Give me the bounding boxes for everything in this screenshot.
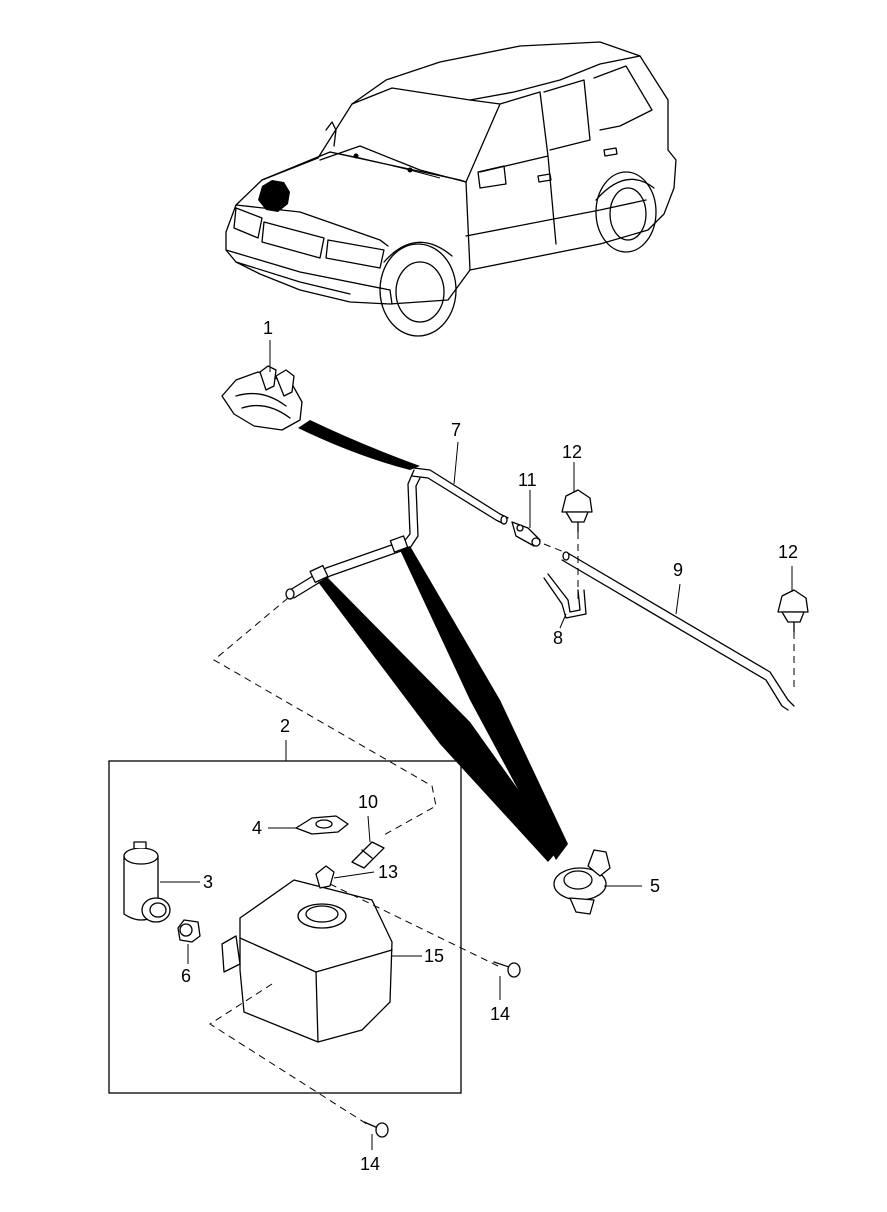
callout-12-left: 12 <box>562 442 582 462</box>
tank-part <box>221 865 393 1043</box>
callout-6: 6 <box>181 966 191 986</box>
connector-part <box>511 521 541 547</box>
callout-2: 2 <box>280 716 290 736</box>
callout-15: 15 <box>424 946 444 966</box>
grommet-part <box>553 849 642 915</box>
callout-14-upper: 14 <box>490 1004 510 1024</box>
bracket-part <box>221 365 303 431</box>
callout-10: 10 <box>358 792 378 812</box>
callout-11: 11 <box>518 470 537 490</box>
reservoir-assembly-box <box>108 760 462 1094</box>
vehicle-illustration <box>225 41 677 337</box>
reservoir-assembly <box>123 815 499 1127</box>
callout-8: 8 <box>553 628 563 648</box>
hose-connector-part <box>351 841 385 869</box>
hose-assembly <box>213 340 809 862</box>
cap-part <box>295 815 349 835</box>
callout-9: 9 <box>673 560 683 580</box>
nozzle-part <box>561 489 593 533</box>
callout-3: 3 <box>203 872 213 892</box>
callout-14-lower: 14 <box>360 1154 380 1174</box>
nozzle-part <box>777 589 809 633</box>
callout-12-right: 12 <box>778 542 798 562</box>
callout-1: 1 <box>263 318 273 338</box>
seal-part <box>177 919 201 943</box>
callout-4: 4 <box>252 818 262 838</box>
callout-13: 13 <box>378 862 398 882</box>
pump-part <box>123 841 171 923</box>
callout-5: 5 <box>650 876 660 896</box>
bolt-part <box>363 1121 389 1138</box>
callout-7: 7 <box>451 420 461 440</box>
bolt-part <box>493 961 521 978</box>
